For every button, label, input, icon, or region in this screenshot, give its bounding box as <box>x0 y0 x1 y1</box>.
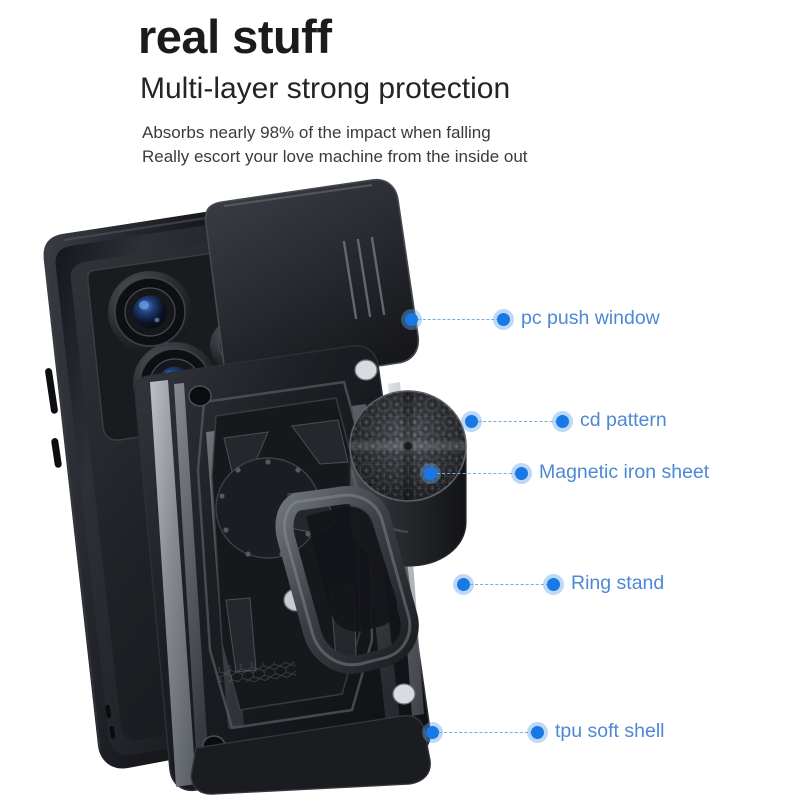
slide-grip-lines <box>342 236 386 320</box>
label-dot-tpu-soft-shell <box>531 726 544 739</box>
anchor-dot-pc-push-window <box>405 313 418 326</box>
connector-line-pc-push-window <box>418 319 504 320</box>
armor-plate-foot <box>190 715 431 795</box>
callout-label-pc-push-window: pc push window <box>521 307 660 329</box>
connector-line-ring-stand <box>470 584 554 585</box>
anchor-dot-ring-stand <box>457 578 470 591</box>
speaker-cutouts <box>105 704 116 739</box>
anchor-dot-cd-pattern <box>465 415 478 428</box>
callout-label-cd-pattern: cd pattern <box>580 409 667 431</box>
hex-texture-band <box>218 662 296 682</box>
connector-line-cd-pattern <box>478 421 563 422</box>
label-dot-cd-pattern <box>556 415 569 428</box>
body-line-2: Really escort your love machine from the… <box>142 147 528 167</box>
callout-label-ring-stand: Ring stand <box>571 572 665 594</box>
page-title: real stuff <box>138 10 332 63</box>
page-subtitle: Multi-layer strong protection <box>140 71 511 105</box>
body-copy: Absorbs nearly 98% of the impact when fa… <box>142 121 778 170</box>
header-text-block: real stuff Multi-layer strong protection… <box>138 10 778 170</box>
connector-line-tpu-soft-shell <box>439 732 538 733</box>
callout-label-magnetic-iron-sheet: Magnetic iron sheet <box>539 461 710 483</box>
label-dot-magnetic-iron-sheet <box>515 467 528 480</box>
product-image <box>0 170 560 800</box>
magnetic-disc <box>349 390 467 567</box>
camera-lens-top <box>108 271 192 353</box>
label-dot-pc-push-window <box>497 313 510 326</box>
callout-label-tpu-soft-shell: tpu soft shell <box>555 720 665 742</box>
ring-stand <box>275 486 419 674</box>
body-line-1: Absorbs nearly 98% of the impact when fa… <box>142 122 491 142</box>
pc-push-window-cover <box>204 178 420 387</box>
anchor-dot-tpu-soft-shell <box>426 726 439 739</box>
phone-case-illustration <box>43 178 467 795</box>
anchor-dot-magnetic-iron-sheet <box>424 467 437 480</box>
label-dot-ring-stand <box>547 578 560 591</box>
side-button-cutouts <box>45 368 62 468</box>
connector-line-magnetic-iron-sheet <box>437 473 522 474</box>
